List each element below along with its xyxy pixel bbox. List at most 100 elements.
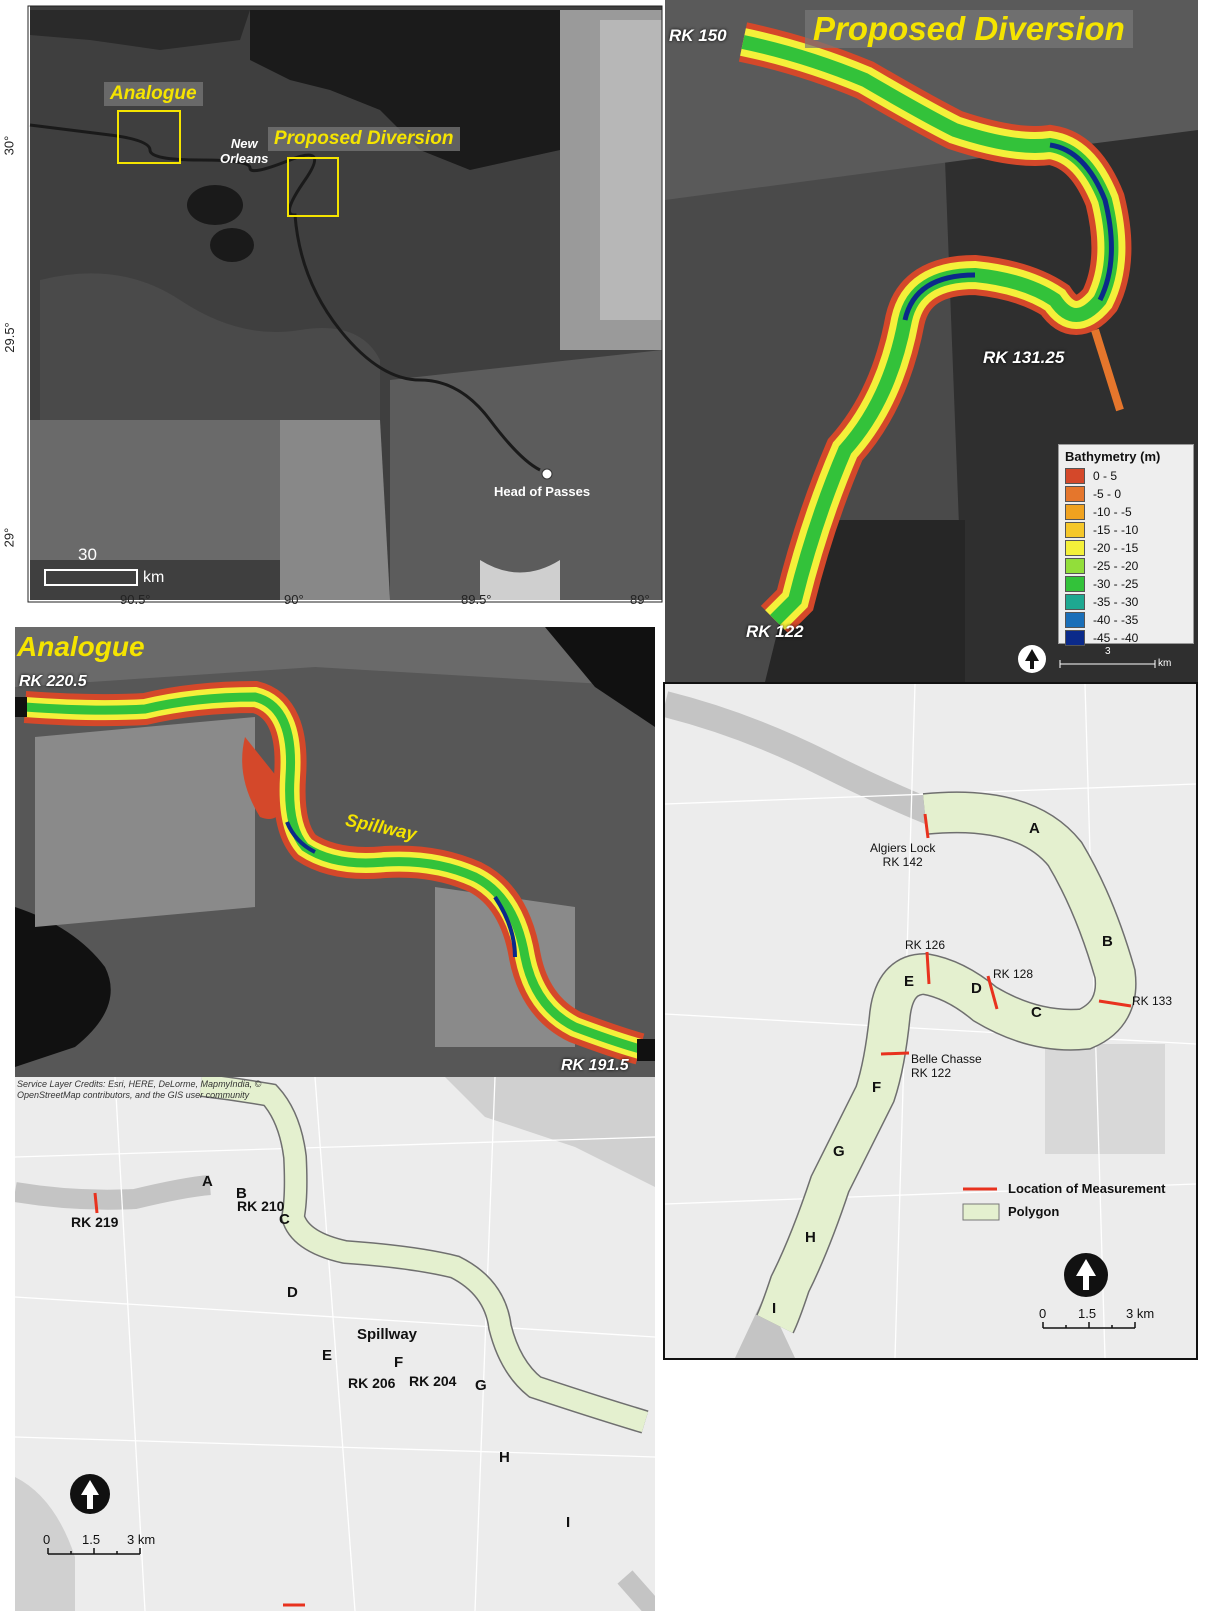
rk204-label: RK 204 — [409, 1373, 457, 1389]
service-credits: Service Layer Credits: Esri, HERE, DeLor… — [17, 1079, 262, 1100]
legend-item: -5 - 0 — [1059, 485, 1193, 503]
legend-swatch — [1065, 540, 1085, 556]
legend-label: -35 - -30 — [1093, 595, 1139, 609]
rk219-label: RK 219 — [71, 1214, 119, 1230]
legend-item: -30 - -25 — [1059, 575, 1193, 593]
scale-3km: 3 km — [1126, 1306, 1155, 1321]
legend-swatch — [1065, 522, 1085, 538]
legend-item: -40 - -35 — [1059, 611, 1193, 629]
analogue-box-label: Analogue — [104, 82, 203, 106]
legend-title: Bathymetry (m) — [1065, 449, 1161, 464]
legend-item: -35 - -30 — [1059, 593, 1193, 611]
segment-c: C — [279, 1211, 290, 1228]
analogue-polygon-map-panel: Service Layer Credits: Esri, HERE, DeLor… — [15, 1077, 655, 1611]
scale-1-5: 1.5 — [82, 1532, 101, 1547]
segment-e: E — [322, 1347, 333, 1364]
legend-item: 0 - 5 — [1059, 467, 1193, 485]
legend-swatch — [1065, 468, 1085, 484]
legend-swatch — [1065, 594, 1085, 610]
rk220-label: RK 220.5 — [19, 673, 87, 690]
point-label: Head of Passes — [494, 484, 591, 499]
segment-i: I — [772, 1300, 777, 1317]
legend-items: 0 - 5 -5 - 0 -10 - -5 -15 - -10 -20 - -15 -25… — [1059, 467, 1193, 647]
rk131-label: RK 131.25 — [983, 348, 1065, 367]
legend-label: -5 - 0 — [1093, 487, 1122, 501]
diversion-polygon-map-panel: A B C D E F G H I Algiers Lock RK 142 RK… — [663, 682, 1198, 1360]
analogue-basemap — [15, 1077, 655, 1611]
legend-label: -30 - -25 — [1093, 577, 1139, 591]
rk133-label: RK 133 — [1132, 994, 1173, 1008]
legend-swatch — [1065, 576, 1085, 592]
segment-f: F — [872, 1079, 882, 1096]
segment-c: C — [1031, 1004, 1042, 1021]
legend-swatch — [1065, 504, 1085, 520]
lon-tick-90-5: 90.5° — [120, 592, 151, 607]
segment-f: F — [394, 1354, 404, 1371]
bathymetry-legend: Bathymetry (m) 0 - 5 -5 - 0 -10 - -5 -15 - … — [1058, 444, 1194, 647]
lat-tick-29: 29° — [1, 527, 17, 548]
legend-label: -20 - -15 — [1093, 541, 1139, 555]
lat-tick-30: 30° — [1, 135, 17, 156]
segment-g: G — [833, 1143, 845, 1160]
legend-label: -40 - -35 — [1093, 613, 1139, 627]
spillway-label: Spillway — [357, 1326, 418, 1343]
legend-label: -25 - -20 — [1093, 559, 1139, 573]
scale-1-5: 1.5 — [1078, 1306, 1097, 1321]
legend-label: -15 - -10 — [1093, 523, 1139, 537]
legend-item: -45 - -40 — [1059, 629, 1193, 647]
analogue-satellite-image — [15, 627, 655, 1077]
overview-map-panel: Analogue Proposed Diversion New Orleans … — [0, 0, 666, 612]
belle-chasse-label: Belle Chasse RK 122 — [911, 1052, 982, 1080]
segment-e: E — [904, 973, 915, 990]
rk206-label: RK 206 — [348, 1375, 396, 1391]
rk126-label: RK 126 — [905, 938, 946, 952]
segment-b: B — [1102, 933, 1113, 950]
proposed-box-label: Proposed Diversion — [268, 127, 460, 151]
segment-b: B — [236, 1185, 247, 1202]
segment-i: I — [566, 1514, 571, 1531]
legend-swatch — [1065, 486, 1085, 502]
legend-item: -25 - -20 — [1059, 557, 1193, 575]
analogue-bathymetry-panel: Analogue RK 220.5 RK 191.5 Spillway — [15, 627, 655, 1077]
legend-label: 0 - 5 — [1093, 469, 1118, 483]
diversion-satellite-image — [665, 0, 1198, 682]
segment-a: A — [1029, 820, 1040, 837]
legend-label: -10 - -5 — [1093, 505, 1132, 519]
segment-d: D — [287, 1284, 298, 1301]
lon-tick-90: 90° — [284, 592, 304, 607]
scale-value: 30 — [78, 545, 97, 564]
legend-label: -45 - -40 — [1093, 631, 1139, 645]
scale-unit: km — [1158, 658, 1172, 669]
rk128-label: RK 128 — [993, 967, 1034, 981]
scale-num: 3 — [1105, 646, 1111, 657]
analogue-title: Analogue — [17, 631, 145, 662]
overview-satellite-image — [0, 0, 666, 612]
legend-polygon: Polygon — [1008, 1204, 1060, 1219]
rk150-label: RK 150 — [669, 26, 727, 45]
segment-h: H — [499, 1449, 510, 1466]
diversion-basemap — [665, 684, 1196, 1358]
lon-tick-89: 89° — [630, 592, 650, 607]
legend-swatch — [1065, 558, 1085, 574]
diversion-title: Proposed Diversion — [805, 10, 1133, 48]
legend-swatch — [1065, 630, 1085, 646]
segment-d: D — [971, 980, 982, 997]
legend-item: -15 - -10 — [1059, 521, 1193, 539]
segment-a: A — [202, 1173, 213, 1190]
scale-unit: km — [143, 569, 165, 586]
segment-h: H — [805, 1229, 816, 1246]
rk122-label: RK 122 — [746, 622, 804, 641]
legend-swatch — [1065, 612, 1085, 628]
lat-tick-29-5: 29.5° — [1, 322, 17, 353]
lon-tick-89-5: 89.5° — [461, 592, 492, 607]
rk210-label: RK 210 — [237, 1198, 285, 1214]
scale-3km: 3 km — [127, 1532, 156, 1547]
legend-item: -20 - -15 — [1059, 539, 1193, 557]
scale-0: 0 — [43, 1532, 51, 1547]
legend-measurement: Location of Measurement — [1008, 1181, 1166, 1196]
diversion-bathymetry-panel: Proposed Diversion RK 150 RK 131.25 RK 1… — [665, 0, 1198, 682]
scale-0: 0 — [1039, 1306, 1047, 1321]
algiers-label: Algiers Lock RK 142 — [870, 841, 936, 869]
legend-item: -10 - -5 — [1059, 503, 1193, 521]
segment-g: G — [475, 1377, 487, 1394]
